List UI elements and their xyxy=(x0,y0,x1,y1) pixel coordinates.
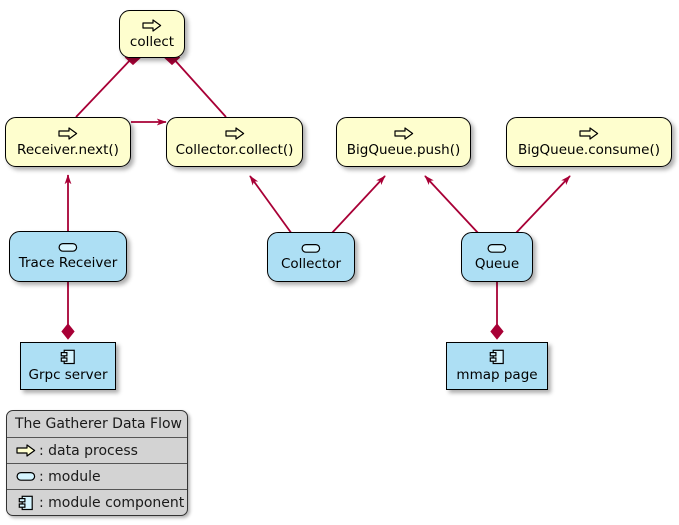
node-collector[interactable]: Collector xyxy=(267,232,355,282)
node-bigqueue-push[interactable]: BigQueue.push() xyxy=(336,117,471,167)
edge-collector-collector-collect xyxy=(249,175,293,235)
node-queue[interactable]: Queue xyxy=(461,232,533,282)
node-mmap-page[interactable]: mmap page xyxy=(446,342,548,390)
legend-label: : module component xyxy=(39,494,185,511)
data-process-arrow-icon xyxy=(224,127,245,140)
data-process-arrow-icon xyxy=(579,127,599,140)
module-rounded-icon xyxy=(15,471,37,482)
node-label: Collector xyxy=(280,255,342,272)
node-label: collect xyxy=(129,33,175,50)
node-label: Grpc server xyxy=(28,367,108,384)
module-rounded-icon xyxy=(301,243,321,254)
edge-collect-collector-collect xyxy=(163,50,227,118)
legend: The Gatherer Data Flow : data process : … xyxy=(6,410,188,516)
legend-title: The Gatherer Data Flow xyxy=(15,416,182,432)
node-label: BigQueue.consume() xyxy=(517,141,661,158)
node-collector-collect[interactable]: Collector.collect() xyxy=(166,117,303,167)
edge-trace-receiver-grpc-server xyxy=(61,282,75,340)
edge-queue-bigqueue-push xyxy=(424,175,480,235)
node-label: mmap page xyxy=(456,367,538,384)
data-process-arrow-icon xyxy=(15,444,37,457)
component-icon xyxy=(489,349,505,365)
component-icon xyxy=(15,495,37,511)
data-process-arrow-icon xyxy=(142,19,162,32)
node-label: Trace Receiver xyxy=(18,255,118,272)
module-rounded-icon xyxy=(58,242,78,253)
data-process-arrow-icon xyxy=(58,127,78,140)
legend-label: : module xyxy=(39,468,101,485)
legend-row-data-process: : data process xyxy=(7,437,187,463)
node-label: Collector.collect() xyxy=(175,141,294,158)
node-receiver-next[interactable]: Receiver.next() xyxy=(5,117,131,167)
node-label: Receiver.next() xyxy=(17,141,119,158)
node-label: Queue xyxy=(474,255,520,272)
node-bigqueue-consume[interactable]: BigQueue.consume() xyxy=(506,117,672,167)
node-grpc-server[interactable]: Grpc server xyxy=(20,342,116,390)
legend-label: : data process xyxy=(39,442,138,459)
legend-title-row: The Gatherer Data Flow xyxy=(7,411,187,437)
component-icon xyxy=(60,349,76,365)
legend-row-module: : module xyxy=(7,463,187,489)
module-rounded-icon xyxy=(487,243,507,254)
edge-collector-bigqueue-push xyxy=(330,175,386,235)
edge-queue-bigqueue-consume xyxy=(514,175,571,235)
data-process-arrow-icon xyxy=(393,127,414,140)
legend-row-module-component: : module component xyxy=(7,489,187,515)
edge-collect-receiver-next xyxy=(75,50,142,118)
node-collect[interactable]: collect xyxy=(119,10,185,58)
node-trace-receiver[interactable]: Trace Receiver xyxy=(9,231,127,282)
node-label: BigQueue.push() xyxy=(346,141,461,158)
edge-queue-mmap-page xyxy=(490,282,504,340)
